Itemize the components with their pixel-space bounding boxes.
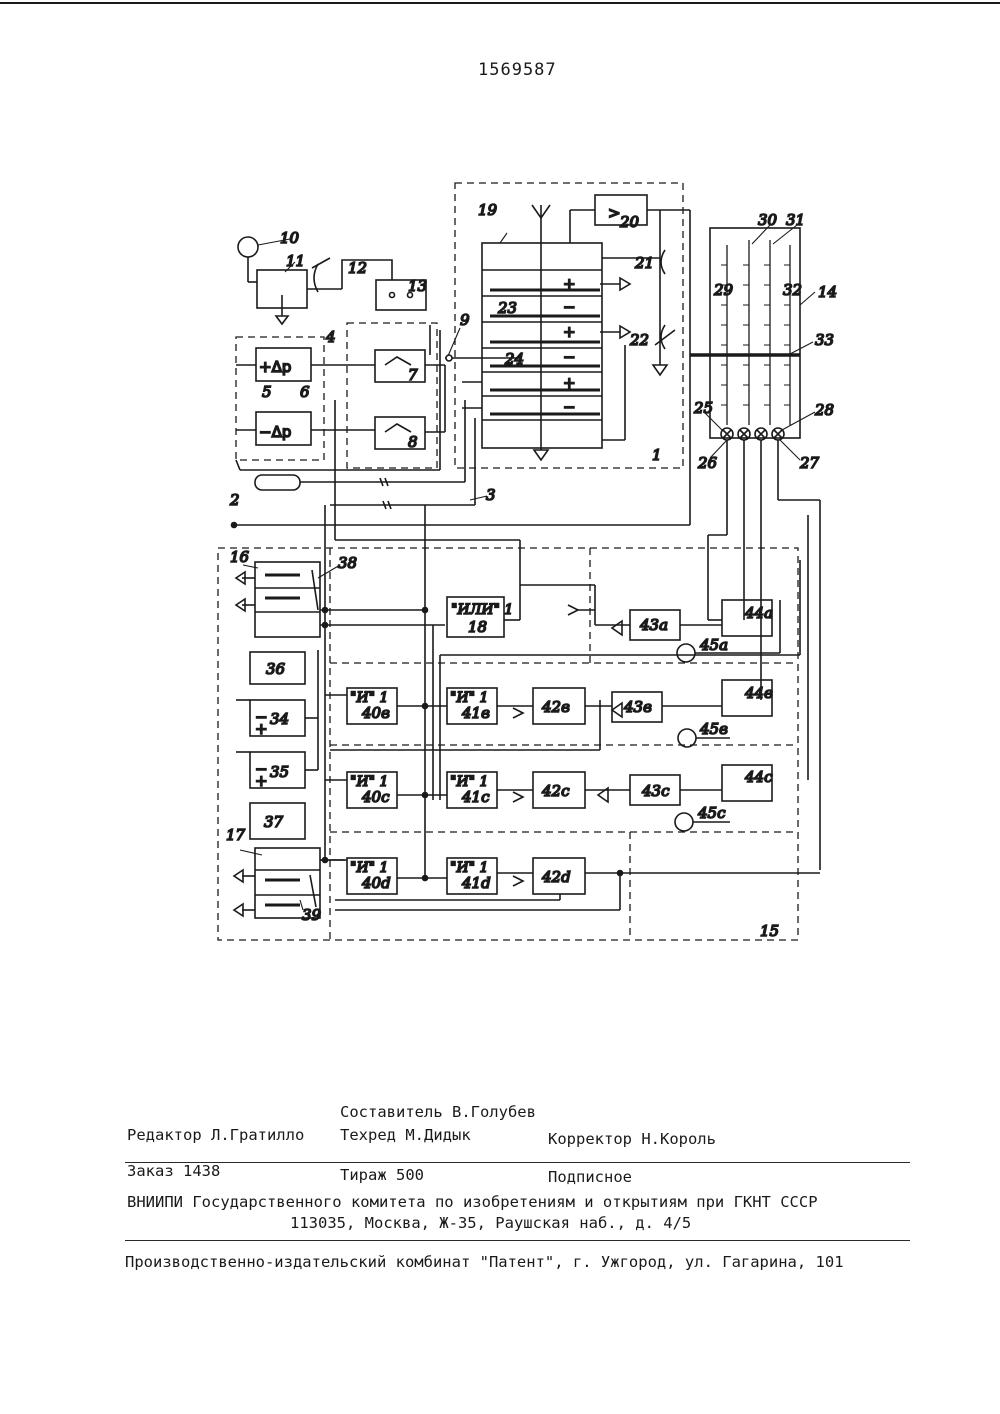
ref-14: 14 — [818, 283, 837, 301]
label-40c: 40c — [361, 788, 390, 806]
ref-15: 15 — [760, 922, 779, 940]
label-plus-dp: +Δp — [259, 358, 291, 376]
plus-34: + — [255, 720, 268, 738]
label-minus-dp: −Δp — [259, 423, 291, 441]
compiler: Составитель В.Голубев — [340, 1103, 536, 1121]
label-44c: 44c — [744, 768, 773, 786]
ref-29: 29 — [713, 281, 734, 299]
ref-36: 36 — [266, 660, 286, 678]
ref-5: 5 — [262, 383, 272, 401]
ref-32: 32 — [783, 281, 802, 299]
minus-3: − — [563, 398, 576, 416]
block-19 — [482, 243, 602, 448]
ref-6: 6 — [300, 383, 310, 401]
ref-19: 19 — [478, 201, 498, 219]
ref-3: 3 — [486, 486, 496, 504]
order: Заказ 1438 — [127, 1162, 220, 1180]
ref-1: 1 — [652, 446, 662, 464]
or-18-title: "ИЛИ" 1 — [451, 602, 513, 618]
ref-16: 16 — [230, 548, 250, 566]
label-40b: 40в — [361, 704, 390, 722]
ref-10: 10 — [280, 229, 300, 247]
label-41c: 41c — [461, 788, 490, 806]
label-comparator: > — [608, 204, 621, 222]
org-line-2: 113035, Москва, Ж-35, Раушская наб., д. … — [290, 1214, 691, 1232]
label-42c: 42c — [541, 782, 570, 800]
ref-34: 34 — [270, 710, 289, 728]
plus-3: + — [563, 374, 576, 392]
ref-9: 9 — [460, 311, 470, 329]
plus-35: + — [255, 772, 268, 790]
editor: Редактор Л.Гратилло — [127, 1126, 304, 1144]
ref-2: 2 — [229, 491, 240, 509]
lamp-45c — [675, 813, 693, 831]
ref-22: 22 — [629, 331, 649, 349]
label-44a: 44a — [744, 604, 773, 622]
lamp-45a — [677, 644, 695, 662]
ref-4: 4 — [325, 328, 336, 346]
subscription: Подписное — [548, 1168, 632, 1186]
ref-37: 37 — [264, 813, 284, 831]
ref-21: 21 — [634, 254, 654, 272]
org-line-1: ВНИИПИ Государственного комитета по изоб… — [127, 1193, 818, 1211]
circulation: Тираж 500 — [340, 1166, 424, 1184]
ref-20: 20 — [619, 213, 640, 231]
circuit-diagram: +Δp −Δp > + − + − + − − + − + "ИЛИ" 1 "И… — [0, 0, 1000, 1000]
corrector: Корректор Н.Король — [548, 1130, 716, 1148]
label-41b: 41в — [461, 704, 490, 722]
minus-2: − — [563, 348, 576, 366]
label-42d: 42d — [541, 868, 571, 886]
plus-2: + — [563, 323, 576, 341]
label-41d: 41d — [461, 874, 491, 892]
ref-38: 38 — [338, 554, 357, 572]
ref-7: 7 — [408, 366, 418, 384]
label-42b: 42в — [541, 698, 570, 716]
label-40d: 40d — [361, 874, 391, 892]
minus-1: − — [563, 298, 576, 316]
ref-26: 26 — [697, 454, 718, 472]
block-14 — [710, 228, 800, 438]
label-45a: 45a — [699, 636, 728, 654]
ref-30: 30 — [758, 211, 778, 229]
ref-17: 17 — [226, 826, 246, 844]
techred: Техред М.Дидык — [340, 1126, 471, 1144]
sensor-10 — [238, 237, 258, 257]
ref-25: 25 — [693, 399, 713, 417]
ref-8: 8 — [408, 433, 418, 451]
lamp-45b — [678, 729, 696, 747]
label-43c: 43c — [641, 782, 670, 800]
element-2 — [255, 475, 300, 490]
ref-13: 13 — [408, 277, 427, 295]
publisher: Производственно-издательский комбинат "П… — [125, 1253, 844, 1271]
ref-28: 28 — [814, 401, 834, 419]
label-43b: 43в — [623, 698, 652, 716]
ref-12: 12 — [348, 259, 367, 277]
ref-18: 18 — [468, 618, 487, 636]
ref-35: 35 — [270, 763, 289, 781]
plus-1: + — [563, 275, 576, 293]
label-45b: 45в — [699, 720, 728, 738]
label-43a: 43a — [639, 616, 668, 634]
ref-24: 24 — [504, 350, 524, 368]
label-45c: 45c — [697, 804, 726, 822]
ref-27: 27 — [799, 454, 820, 472]
imprint-rule-bottom — [125, 1240, 910, 1241]
ref-39: 39 — [302, 906, 322, 924]
relay-group-outline — [347, 323, 437, 468]
ref-11: 11 — [286, 252, 305, 270]
ref-23: 23 — [497, 299, 517, 317]
imprint-rule-top — [125, 1162, 910, 1163]
ref-33: 33 — [815, 331, 834, 349]
label-44b: 44в — [744, 684, 773, 702]
